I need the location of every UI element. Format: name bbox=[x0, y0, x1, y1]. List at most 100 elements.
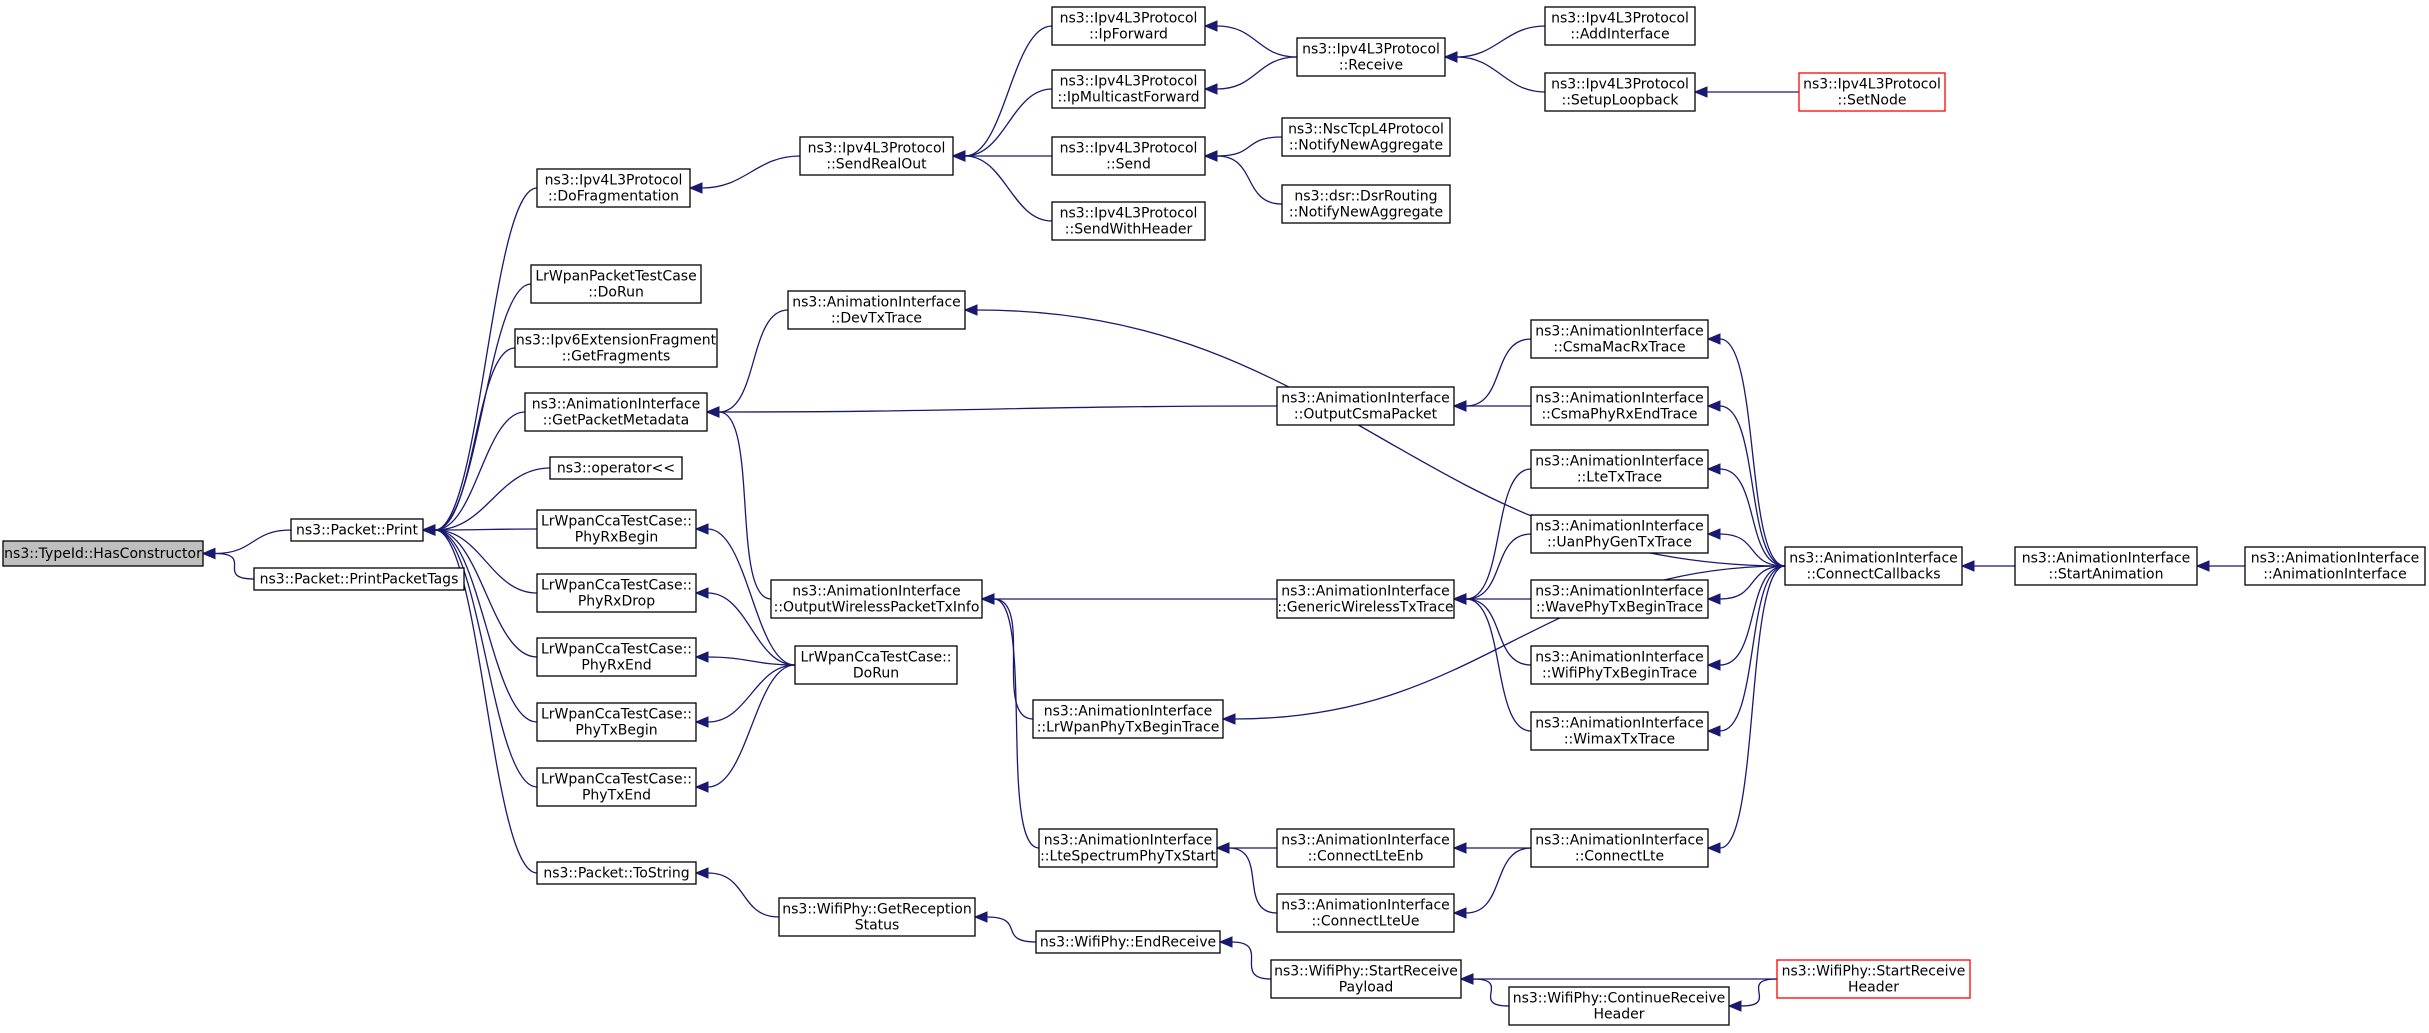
node-box bbox=[1276, 893, 1455, 933]
node-connlte[interactable]: ns3::AnimationInterface::ConnectLte bbox=[1530, 828, 1709, 868]
node-box bbox=[1032, 699, 1224, 739]
edge-connectcb-to-csmamacrx bbox=[1706, 333, 1786, 567]
node-phytxend[interactable]: LrWpanCcaTestCase::PhyTxEnd bbox=[536, 767, 697, 807]
node-ccadorun[interactable]: LrWpanCcaTestCase::DoRun bbox=[794, 645, 958, 685]
arrowhead-icon bbox=[1443, 51, 1458, 63]
node-wavephy[interactable]: ns3::AnimationInterface::WavePhyTxBeginT… bbox=[1530, 579, 1709, 619]
node-startanim[interactable]: ns3::AnimationInterface::StartAnimation bbox=[2014, 546, 2198, 586]
node-setnode[interactable]: ns3::Ipv4L3Protocol::SetNode bbox=[1798, 72, 1946, 112]
node-nsctcp[interactable]: ns3::NscTcpL4Protocol::NotifyNewAggregat… bbox=[1281, 117, 1451, 157]
arrowhead-icon bbox=[1215, 842, 1230, 854]
node-dofrag[interactable]: ns3::Ipv4L3Protocol::DoFragmentation bbox=[536, 168, 691, 208]
node-label: ns3::dsr::DsrRouting bbox=[1294, 189, 1437, 205]
edge-connlte-to-connlteenb bbox=[1452, 842, 1531, 854]
node-box bbox=[514, 328, 718, 368]
edge-line bbox=[434, 529, 538, 594]
edge-line bbox=[434, 529, 538, 874]
edge-line bbox=[707, 656, 796, 666]
edge-line bbox=[1719, 338, 1786, 567]
node-ipv6frag[interactable]: ns3::Ipv6ExtensionFragment::GetFragments bbox=[514, 328, 718, 368]
node-label: ::SendWithHeader bbox=[1065, 222, 1193, 238]
node-label: ns3::AnimationInterface bbox=[792, 584, 961, 600]
node-tostring[interactable]: ns3::Packet::ToString bbox=[536, 861, 697, 885]
edge-line bbox=[1216, 136, 1283, 157]
node-label: ns3::WifiPhy::StartReceive bbox=[1274, 964, 1458, 980]
node-setuploop[interactable]: ns3::Ipv4L3Protocol::SetupLoopback bbox=[1544, 72, 1696, 112]
node-sendrealout[interactable]: ns3::Ipv4L3Protocol::SendRealOut bbox=[799, 136, 954, 176]
node-label: ::WavePhyTxBeginTrace bbox=[1536, 600, 1703, 616]
node-label: ns3::AnimationInterface bbox=[1789, 551, 1958, 567]
edge-line bbox=[1719, 533, 1786, 567]
node-label: ::Send bbox=[1106, 157, 1151, 173]
arrowhead-icon bbox=[980, 593, 995, 605]
node-box bbox=[1776, 959, 1971, 999]
edge-connectcb-to-wifiphytx bbox=[1706, 565, 1786, 671]
node-label: LrWpanPacketTestCase bbox=[535, 269, 696, 285]
node-ipforward[interactable]: ns3::Ipv4L3Protocol::IpForward bbox=[1051, 6, 1206, 46]
node-lrpdorun[interactable]: LrWpanPacketTestCase::DoRun bbox=[530, 264, 702, 304]
edge-startrecpay-to-endreceive bbox=[1218, 936, 1272, 980]
node-connlteenb[interactable]: ns3::AnimationInterface::ConnectLteEnb bbox=[1276, 828, 1455, 868]
node-connectcb[interactable]: ns3::AnimationInterface::ConnectCallback… bbox=[1784, 546, 1963, 586]
node-sendwh[interactable]: ns3::Ipv4L3Protocol::SendWithHeader bbox=[1051, 201, 1206, 241]
node-label: LrWpanCcaTestCase:: bbox=[541, 578, 692, 594]
node-label: Status bbox=[855, 918, 900, 934]
node-ipmcast[interactable]: ns3::Ipv4L3Protocol::IpMulticastForward bbox=[1051, 69, 1206, 109]
node-ltespec[interactable]: ns3::AnimationInterface::LteSpectrumPhyT… bbox=[1038, 828, 1218, 868]
node-box bbox=[536, 168, 691, 208]
edge-line bbox=[707, 664, 796, 788]
node-animctor[interactable]: ns3::AnimationInterface::AnimationInterf… bbox=[2244, 546, 2426, 586]
edge-line bbox=[964, 25, 1053, 157]
node-lrwpantx[interactable]: ns3::AnimationInterface::LrWpanPhyTxBegi… bbox=[1032, 699, 1224, 739]
node-genwireless[interactable]: ns3::AnimationInterface::GenericWireless… bbox=[1276, 579, 1455, 619]
node-send[interactable]: ns3::Ipv4L3Protocol::Send bbox=[1051, 136, 1206, 176]
node-label: ns3::Ipv4L3Protocol bbox=[1060, 206, 1198, 222]
node-label: ::ConnectCallbacks bbox=[1806, 567, 1940, 583]
node-endreceive[interactable]: ns3::WifiPhy::EndReceive bbox=[1035, 930, 1221, 954]
node-box bbox=[1276, 828, 1455, 868]
node-outcsma[interactable]: ns3::AnimationInterface::OutputCsmaPacke… bbox=[1276, 386, 1455, 426]
node-phytxbegin[interactable]: LrWpanCcaTestCase::PhyTxBegin bbox=[536, 702, 697, 742]
edge-sendrealout-to-dofrag bbox=[688, 155, 801, 194]
node-printtags[interactable]: ns3::Packet::PrintPacketTags bbox=[253, 567, 465, 591]
node-box bbox=[1530, 386, 1709, 426]
edge-setuploop-to-receive bbox=[1443, 51, 1546, 93]
arrowhead-icon bbox=[1706, 659, 1721, 671]
node-box bbox=[536, 573, 697, 613]
node-connlteue[interactable]: ns3::AnimationInterface::ConnectLteUe bbox=[1276, 893, 1455, 933]
node-box bbox=[1530, 449, 1709, 489]
edge-ccadorun-to-phytxend bbox=[694, 664, 796, 793]
node-print[interactable]: ns3::Packet::Print bbox=[290, 518, 424, 542]
node-label: PhyRxEnd bbox=[581, 658, 651, 674]
node-label: Payload bbox=[1339, 980, 1394, 996]
edge-uanphy-to-genwireless bbox=[1452, 533, 1532, 605]
node-label: ::CsmaMacRxTrace bbox=[1553, 340, 1685, 356]
node-addif[interactable]: ns3::Ipv4L3Protocol::AddInterface bbox=[1544, 6, 1696, 46]
node-phyrxend[interactable]: LrWpanCcaTestCase::PhyRxEnd bbox=[536, 637, 697, 677]
node-wifiphytx[interactable]: ns3::AnimationInterface::WifiPhyTxBeginT… bbox=[1530, 645, 1709, 685]
node-dsr[interactable]: ns3::dsr::DsrRouting::NotifyNewAggregate bbox=[1281, 184, 1451, 224]
node-box bbox=[1530, 514, 1709, 554]
node-ltetx[interactable]: ns3::AnimationInterface::LteTxTrace bbox=[1530, 449, 1709, 489]
node-outwireless[interactable]: ns3::AnimationInterface::OutputWirelessP… bbox=[770, 579, 983, 619]
node-box bbox=[524, 392, 708, 432]
node-hasctor[interactable]: ns3::TypeId::HasConstructor bbox=[2, 540, 204, 567]
node-receive[interactable]: ns3::Ipv4L3Protocol::Receive bbox=[1296, 37, 1446, 77]
node-oplt[interactable]: ns3::operator<< bbox=[549, 456, 683, 480]
node-getmeta[interactable]: ns3::AnimationInterface::GetPacketMetada… bbox=[524, 392, 708, 432]
node-csmaphyrxend[interactable]: ns3::AnimationInterface::CsmaPhyRxEndTra… bbox=[1530, 386, 1709, 426]
node-csmamacrx[interactable]: ns3::AnimationInterface::CsmaMacRxTrace bbox=[1530, 319, 1709, 359]
edge-line bbox=[993, 598, 1040, 849]
node-phyrxbegin[interactable]: LrWpanCcaTestCase::PhyRxBegin bbox=[536, 509, 697, 549]
node-wimaxtx[interactable]: ns3::AnimationInterface::WimaxTxTrace bbox=[1530, 711, 1709, 751]
node-devtx[interactable]: ns3::AnimationInterface::DevTxTrace bbox=[787, 290, 966, 330]
node-box bbox=[770, 579, 983, 619]
node-phyrxdrop[interactable]: LrWpanCcaTestCase::PhyRxDrop bbox=[536, 573, 697, 613]
node-uanphy[interactable]: ns3::AnimationInterface::UanPhyGenTxTrac… bbox=[1530, 514, 1709, 554]
arrowhead-icon bbox=[1218, 936, 1233, 948]
node-box bbox=[1798, 72, 1946, 112]
